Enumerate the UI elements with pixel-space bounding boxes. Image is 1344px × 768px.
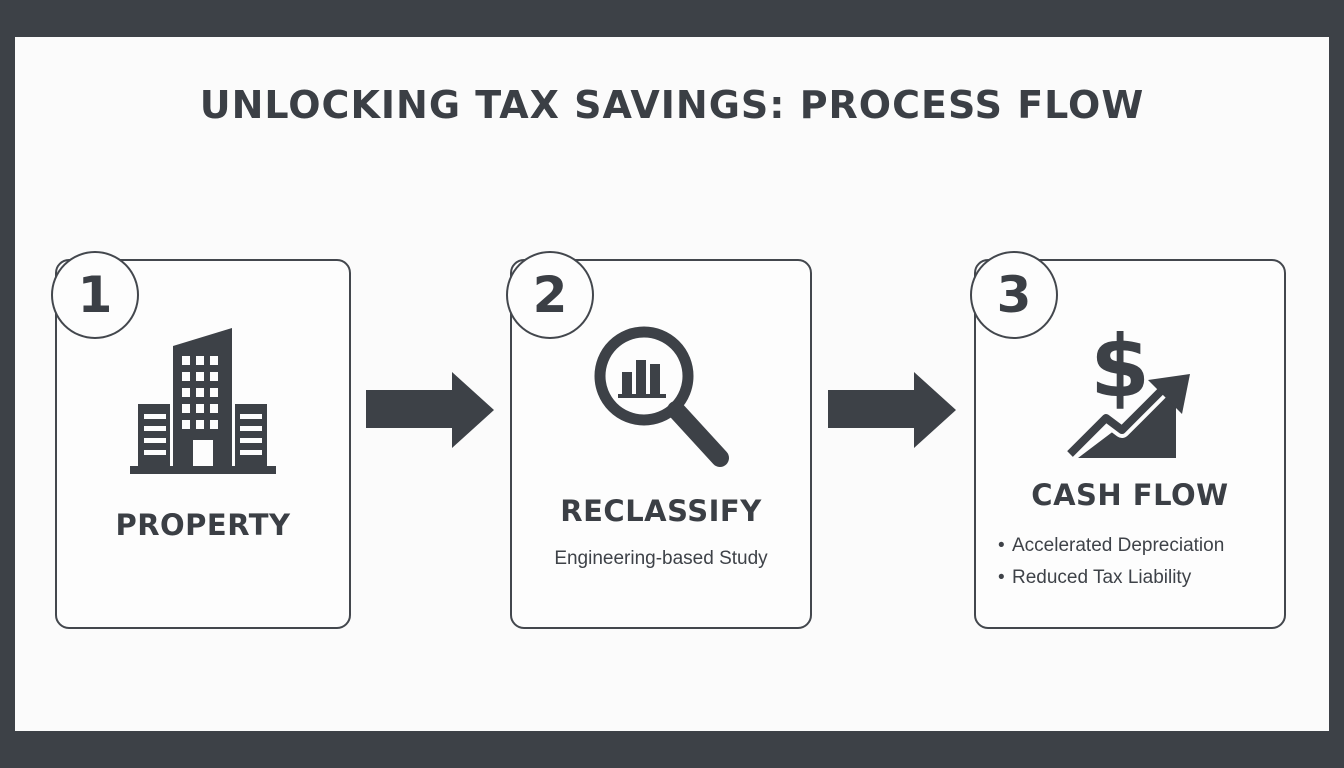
step-label-cash-flow: CASH FLOW [1031, 478, 1229, 512]
step-number-badge-3: 3 [970, 251, 1058, 339]
benefit-accelerated-depreciation: Accelerated Depreciation [1012, 535, 1225, 556]
magnifier-chart-icon [594, 326, 729, 467]
step-number-badge-2: 2 [506, 251, 594, 339]
benefit-reduced-tax-liability: Reduced Tax Liability [1012, 567, 1192, 588]
step-number-badge-1: 1 [51, 251, 139, 339]
building-icon [130, 328, 276, 474]
dollar-growth-icon: $ [1064, 318, 1190, 460]
diagram-title: UNLOCKING TAX SAVINGS: PROCESS FLOW [199, 83, 1145, 127]
arrow-right-icon [366, 372, 494, 448]
step-label-property: PROPERTY [115, 508, 291, 542]
benefit-list: •Accelerated Depreciation •Reduced Tax L… [998, 530, 1224, 594]
svg-text:$: $ [1090, 318, 1150, 417]
arrow-right-icon [828, 372, 956, 448]
list-item: •Accelerated Depreciation [998, 535, 1225, 556]
list-item: •Reduced Tax Liability [998, 567, 1192, 588]
step-label-reclassify: RECLASSIFY [560, 494, 762, 528]
step-subtitle-reclassify: Engineering-based Study [554, 548, 768, 569]
